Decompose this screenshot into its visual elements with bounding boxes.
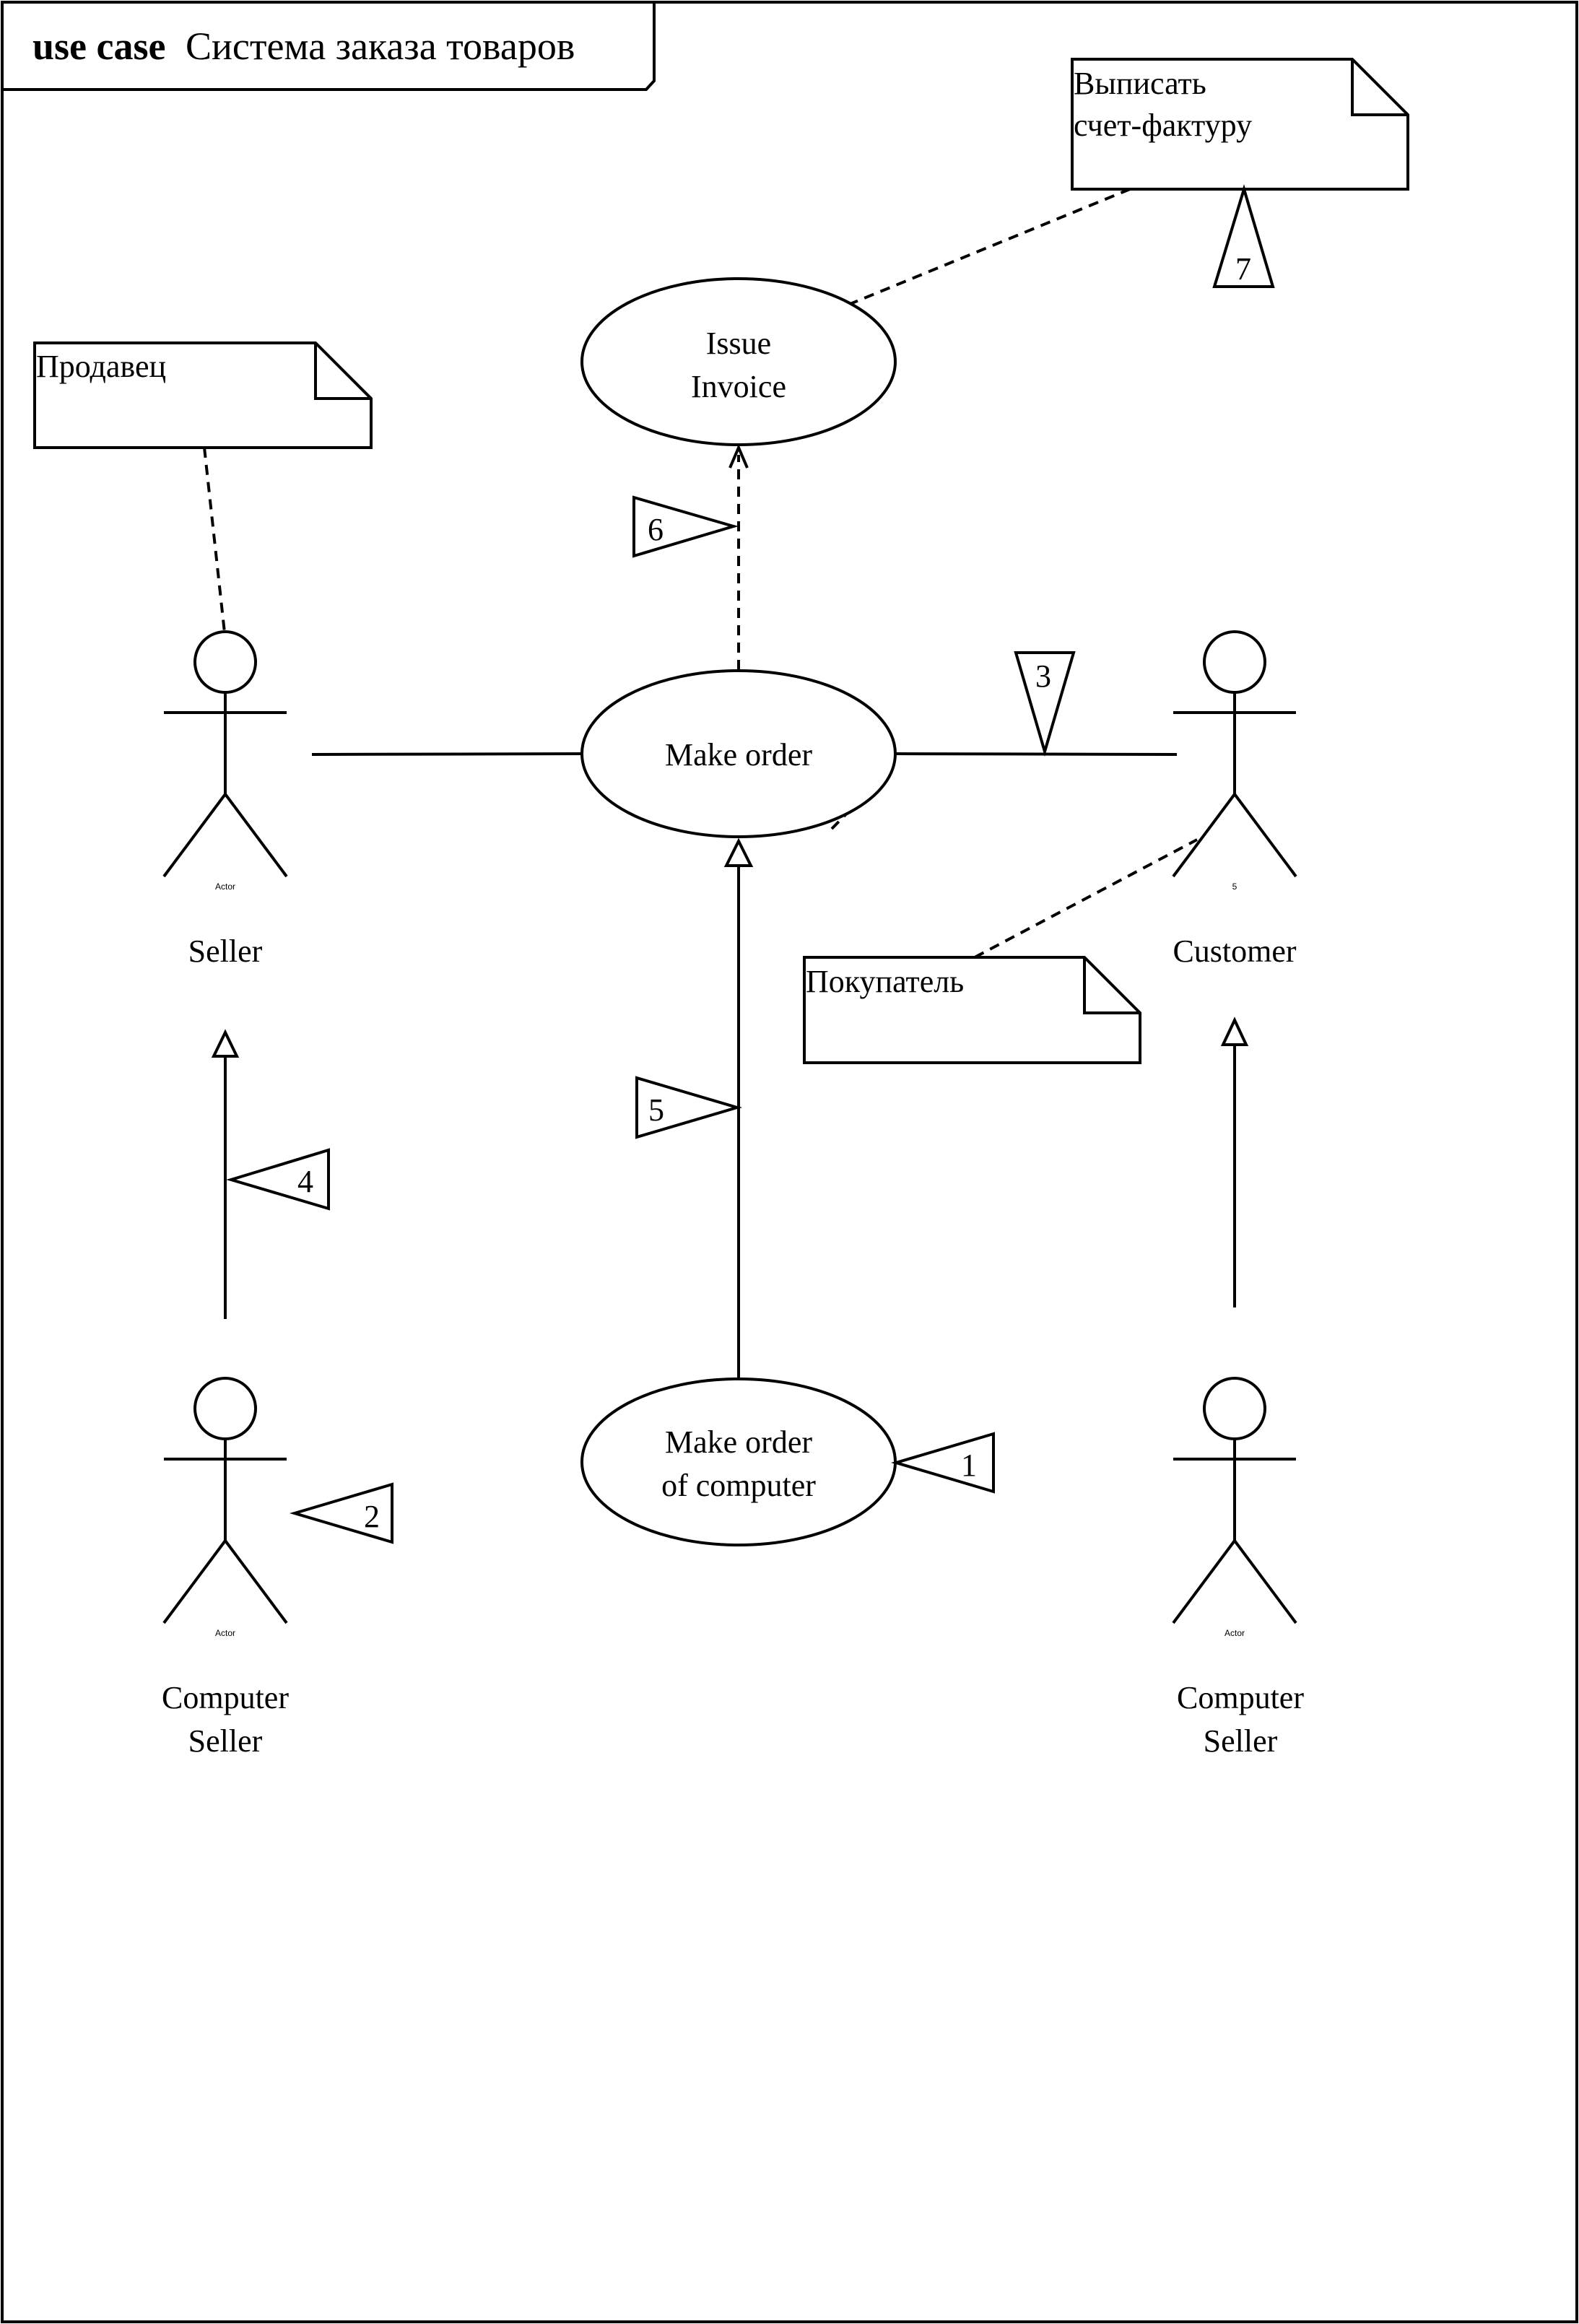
flag-2-label: 2: [364, 1499, 380, 1534]
use-case-make-order[interactable]: Make order: [580, 669, 897, 838]
use-case-make-order-computer[interactable]: Make order of computer: [580, 1378, 897, 1546]
note-customer-text: Покупатель: [806, 964, 964, 999]
use-case-make-order-computer-line1: Make order: [665, 1424, 812, 1460]
flag-3-label: 3: [1035, 658, 1051, 694]
actor-computer-seller-right-line1: Computer: [1177, 1680, 1304, 1715]
actor-seller[interactable]: Actor Seller: [162, 630, 288, 969]
dependency-make-order-issue-invoice[interactable]: [728, 443, 749, 670]
flag-6[interactable]: 6: [632, 495, 739, 558]
frame-keyword: use case: [32, 25, 165, 68]
flag-1[interactable]: 1: [890, 1432, 995, 1494]
flag-6-label: 6: [648, 512, 664, 547]
flag-1-label: 1: [961, 1448, 977, 1483]
actor-customer[interactable]: 5 Customer: [1172, 630, 1297, 969]
flag-5-label: 5: [648, 1092, 664, 1128]
note-seller-text: Продавец: [36, 349, 166, 384]
use-case-issue-invoice-line2: Invoice: [691, 369, 786, 404]
actor-seller-name: Seller: [188, 933, 263, 969]
actor-seller-stereotype: Actor: [215, 882, 235, 892]
use-case-issue-invoice-line1: Issue: [706, 326, 771, 361]
actor-computer-seller-right[interactable]: Actor Computer Seller: [1172, 1377, 1304, 1759]
use-case-make-order-computer-line2: of computer: [661, 1468, 816, 1503]
note-invoice-line2: счет-фактуру: [1074, 108, 1252, 143]
actor-customer-stereotype: 5: [1232, 882, 1237, 892]
svg-text:use case Система заказа: use case Система заказа товаров: [32, 25, 575, 68]
flag-5[interactable]: 5: [635, 1076, 743, 1139]
use-case-issue-invoice[interactable]: Issue Invoice: [580, 277, 897, 446]
actor-computer-seller-right-stereotype: Actor: [1225, 1628, 1245, 1638]
actor-computer-seller-right-line2: Seller: [1204, 1723, 1278, 1759]
actor-customer-name: Customer: [1173, 933, 1296, 969]
use-case-make-order-label: Make order: [665, 737, 812, 773]
flag-7-label: 7: [1235, 251, 1251, 287]
flag-2[interactable]: 2: [289, 1482, 393, 1544]
frame-title: Система заказа товаров: [186, 25, 575, 68]
note-seller[interactable]: Продавец: [33, 341, 373, 449]
note-invoice-line1: Выписать: [1074, 66, 1206, 101]
actor-computer-seller-left[interactable]: Actor Computer Seller: [162, 1377, 289, 1759]
flag-4-label: 4: [297, 1164, 313, 1199]
note-customer[interactable]: Покупатель: [803, 956, 1141, 1064]
actor-computer-seller-left-stereotype: Actor: [215, 1628, 235, 1638]
flag-4[interactable]: 4: [226, 1148, 330, 1211]
frame-title-tab: use case Система заказа товаров: [2, 2, 656, 91]
flag-3[interactable]: 3: [1014, 651, 1076, 757]
note-anchor-invoice: [848, 188, 1131, 306]
generalization-computer-seller-seller[interactable]: [211, 1029, 240, 1319]
note-anchor-seller: [203, 447, 226, 633]
actor-computer-seller-left-line2: Seller: [188, 1723, 263, 1759]
flag-7[interactable]: 7: [1212, 184, 1275, 288]
note-invoice[interactable]: Выписать счет-фактуру: [1071, 58, 1409, 191]
generalization-computer-seller-customer[interactable]: [1220, 1017, 1249, 1307]
generalization-make-order-computer[interactable]: [723, 837, 754, 1380]
note-anchor-customer: [974, 838, 1198, 959]
actor-computer-seller-left-line1: Computer: [162, 1680, 289, 1715]
